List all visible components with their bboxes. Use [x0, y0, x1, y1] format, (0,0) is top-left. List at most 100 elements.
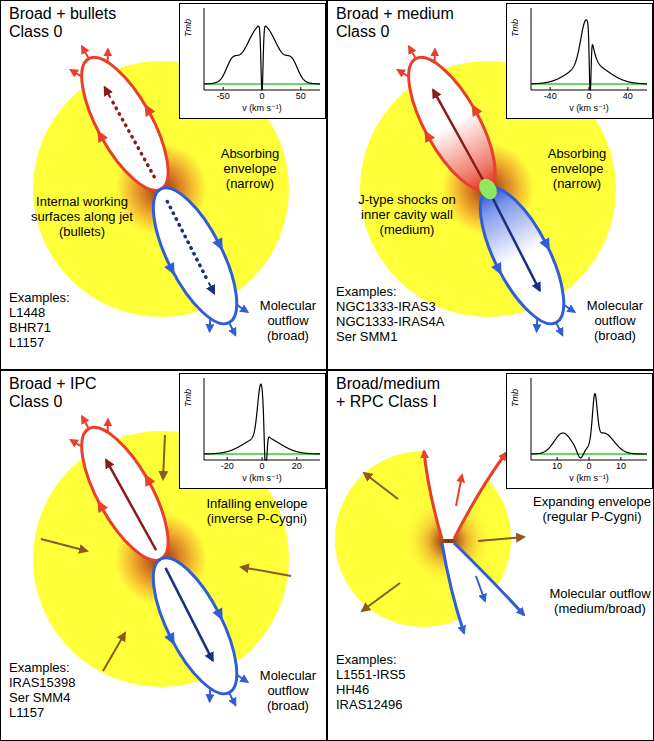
inset-plot: Tmb-40040v (km s⁻¹) [506, 3, 653, 119]
y-axis [204, 8, 205, 90]
panel: Tmb-50050v (km s⁻¹)Broad + bullets Class… [0, 0, 327, 370]
tip-arrow [102, 49, 113, 62]
y-axis [204, 378, 205, 460]
tick-mark [223, 87, 224, 90]
flow-arrowhead [212, 238, 227, 254]
tick-mark [300, 87, 301, 90]
tick-label: 40 [623, 92, 633, 102]
infall-arrow [103, 633, 125, 671]
tip-arrow [398, 67, 409, 80]
tick-mark [627, 87, 628, 90]
lobe-outline [137, 177, 253, 335]
tick-label: 0 [259, 92, 264, 102]
axis-label: Tmb [511, 389, 521, 407]
panel-title: Broad + IPC Class 0 [9, 375, 121, 412]
inset-ground [506, 3, 653, 119]
flow-arrowhead [212, 608, 227, 624]
panel-title: Broad/medium + RPC Class I [336, 375, 444, 412]
jet-arrow [166, 568, 213, 661]
lobe-outline [65, 46, 184, 202]
jet-bullets [167, 201, 208, 282]
tick-label: 0 [259, 462, 264, 472]
expansion-arrow [362, 583, 400, 611]
inset-ground [179, 3, 326, 119]
jet-arrow [493, 198, 540, 291]
tip-arrow [557, 324, 563, 336]
flow-arrow [456, 475, 462, 506]
callout-label: J-type shocks on inner cavity wall (medi… [348, 193, 466, 238]
panel: Tmb-40040v (km s⁻¹)Broad + medium Class … [327, 0, 654, 370]
examples-list: Examples: L1551-IRS5 HH46 IRAS12496 [336, 653, 426, 713]
tick-mark [550, 87, 551, 90]
outflow-lobe [132, 544, 264, 720]
jet-arrow [209, 283, 214, 294]
examples-list: Examples: NGC1333-IRAS3 NGC1333-IRAS4A S… [336, 285, 458, 345]
callout-label: Molecular outflow (broad) [251, 669, 325, 714]
panel: Tmb-20020v (km s⁻¹) Broad + IPC Class 0 In… [0, 370, 327, 741]
tick-mark [557, 457, 558, 460]
infall-arrow [241, 567, 291, 576]
y-axis [531, 8, 532, 90]
callout-label: Expanding envelope (regular P-Cygni) [532, 495, 652, 525]
inset-plot: Tmb-50050v (km s⁻¹) [179, 3, 326, 119]
spectrum-plot [531, 378, 647, 460]
tick-label: 10 [616, 462, 626, 472]
tip-arrow [204, 318, 215, 331]
axis-label: v (km s⁻¹) [242, 104, 282, 114]
axis-label: Tmb [184, 19, 194, 37]
cavity [442, 543, 543, 661]
jet-bullets [110, 98, 154, 177]
tick-mark [227, 457, 228, 460]
tip-arrow [230, 324, 236, 336]
spectrum-curve [204, 384, 320, 460]
tip-arrow [71, 67, 82, 80]
jet-arrow [105, 87, 111, 97]
jet-arrow [106, 460, 156, 550]
spectrum-curve [531, 20, 647, 90]
tip-arrow [71, 437, 82, 450]
tick-label: -50 [217, 92, 230, 102]
flow-arrowhead [491, 262, 506, 278]
spectrum-plot [204, 8, 320, 90]
cavity [424, 417, 518, 539]
inset-ground [179, 373, 326, 489]
tip-arrow [230, 694, 236, 706]
tick-label: 0 [586, 92, 591, 102]
panel-title: Broad + medium Class 0 [336, 5, 460, 42]
axis-label: Tmb [511, 19, 521, 37]
callout-label: Molecular outflow (medium/broad) [548, 587, 652, 617]
axis-label: Tmb [184, 389, 194, 407]
outflow-lobe [132, 174, 264, 350]
outflow-lobe [54, 31, 190, 205]
callout-label: Absorbing envelope (narrow) [205, 147, 295, 192]
cavity-wall [442, 543, 464, 633]
tip-arrow [531, 318, 542, 331]
cavity-wall [454, 543, 524, 615]
lobe-outline [464, 177, 580, 335]
axis-label: v (km s⁻¹) [569, 474, 609, 484]
lobe-outline [137, 547, 253, 705]
spectrum-plot [531, 8, 647, 90]
baseline [531, 83, 647, 85]
examples-list: Examples: IRAS15398 Ser SMM4 L1157 [9, 661, 93, 721]
lobe-outline [392, 46, 511, 202]
callout-label: Infalling envelope (inverse P-Cygni) [201, 497, 313, 527]
callout-label: Internal working surfaces along jet (bul… [19, 195, 145, 240]
shock-region [476, 175, 501, 202]
panel: Tmb10010v (km s⁻¹)Broad/medium + RPC Cla… [327, 370, 654, 741]
tip-arrow [564, 302, 575, 315]
flow-arrowhead [164, 632, 179, 648]
tick-mark [620, 457, 621, 460]
inset-plot: Tmb-20020v (km s⁻¹) [179, 373, 326, 489]
tick-mark [296, 457, 297, 460]
tip-arrow [237, 302, 248, 315]
expansion-arrow [478, 537, 524, 541]
outflow-lobe [381, 31, 517, 205]
baseline [204, 453, 320, 455]
examples-list: Examples: L1448 BHR71 L1157 [9, 291, 79, 351]
lobe-outline [65, 416, 184, 572]
spectrum-curve [204, 26, 320, 90]
expansion-arrow [364, 473, 398, 499]
panel-title: Broad + bullets Class 0 [9, 5, 121, 42]
